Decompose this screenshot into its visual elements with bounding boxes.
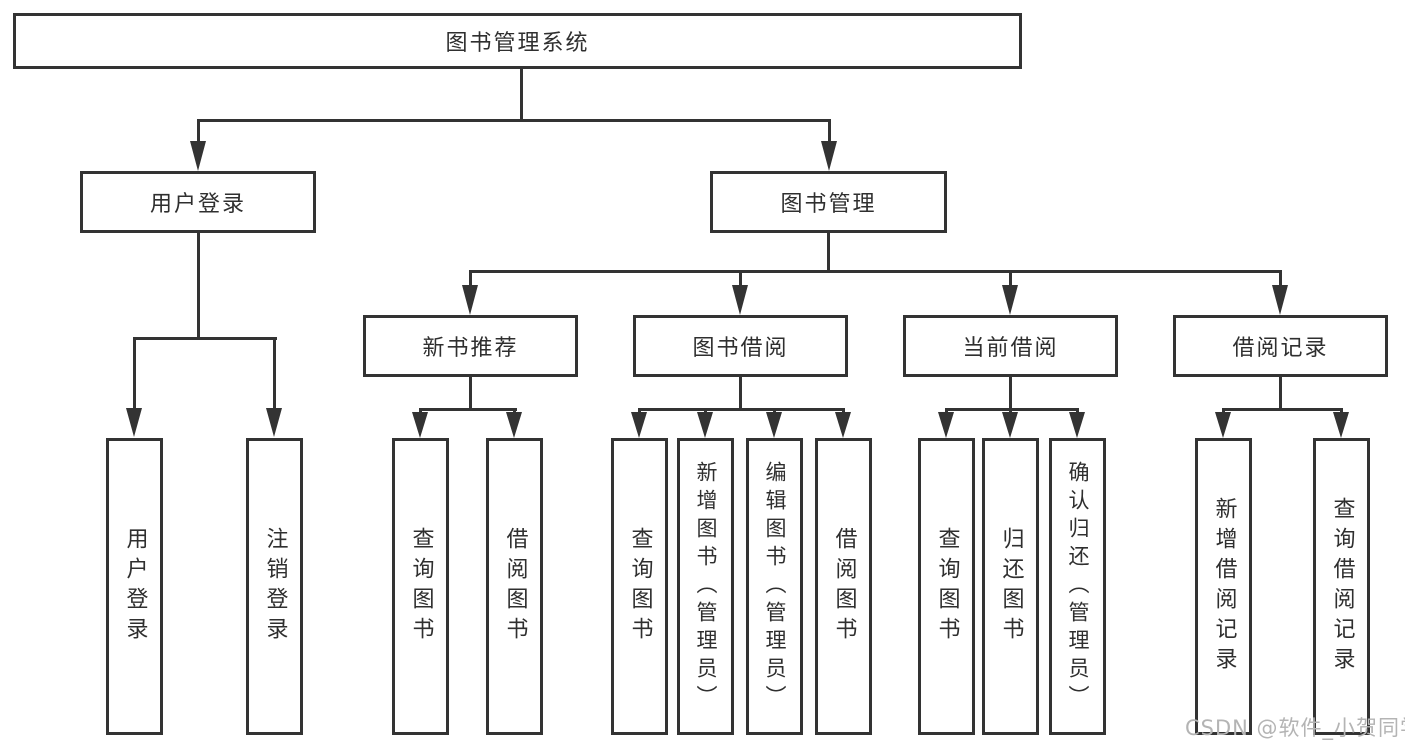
- connector-root-bar: [197, 119, 831, 122]
- node-new-book-rec-label: 新书推荐: [422, 336, 519, 361]
- arrowhead-add-book: [697, 412, 713, 438]
- arrowhead-query1: [412, 412, 428, 438]
- arrowhead-records: [1272, 285, 1288, 315]
- connector-borrow1-stem: [513, 408, 516, 414]
- node-leaf-edit-book-admin: 编辑图书（管理员）: [746, 438, 803, 735]
- arrowhead-borrow1: [506, 412, 522, 438]
- arrowhead-book-mgmt: [821, 141, 837, 171]
- node-leaf-confirm-return-admin: 确认归还（管理员）: [1049, 438, 1106, 735]
- node-leaf-user-login: 用户登录: [106, 438, 163, 735]
- connector-query-rec-stem: [1340, 408, 1343, 414]
- node-current-borrow-label: 当前借阅: [962, 336, 1059, 361]
- node-current-borrow: 当前借阅: [903, 315, 1118, 377]
- connector-add-rec-stem: [1222, 408, 1225, 414]
- connector-records-stub: [1279, 377, 1282, 408]
- arrowhead-query3: [938, 412, 954, 438]
- connector-query1-stem: [419, 408, 422, 414]
- connector-query3-stem: [945, 408, 948, 414]
- node-leaf-add-borrow-record: 新增借阅记录: [1195, 438, 1252, 735]
- node-leaf-query-book-3-label: 查询图书: [934, 526, 960, 647]
- connector-user-login-bar: [133, 337, 277, 340]
- arrowhead-return: [1002, 412, 1018, 438]
- node-leaf-return-book: 归还图书: [982, 438, 1039, 735]
- node-leaf-query-book-1-label: 查询图书: [408, 526, 434, 647]
- connector-user-login-stub: [197, 233, 200, 337]
- connector-leaf-user-login-stem: [133, 337, 136, 410]
- node-leaf-borrow-book-2: 借阅图书: [815, 438, 872, 735]
- arrowhead-add-rec: [1215, 412, 1231, 438]
- arrowhead-confirm: [1069, 412, 1085, 438]
- node-leaf-query-book-3: 查询图书: [918, 438, 975, 735]
- node-book-mgmt-label: 图书管理: [780, 192, 877, 217]
- connector-records-stem: [1279, 270, 1282, 287]
- connector-root-stub: [520, 69, 523, 119]
- connector-edit-book-stem: [773, 408, 776, 414]
- connector-query2-stem: [638, 408, 641, 414]
- node-borrow-records-label: 借阅记录: [1232, 336, 1329, 361]
- connector-return-stem: [1009, 408, 1012, 414]
- node-root: 图书管理系统: [13, 13, 1022, 69]
- connector-book-borrow-bar: [638, 408, 845, 411]
- node-leaf-add-book-admin-label: 新增图书（管理员）: [694, 460, 718, 713]
- connector-book-borrow-stem: [739, 270, 742, 287]
- connector-user-login-stem: [197, 119, 200, 143]
- node-borrow-records: 借阅记录: [1173, 315, 1388, 377]
- node-book-borrow-label: 图书借阅: [692, 336, 789, 361]
- connector-book-mgmt-stem: [828, 119, 831, 143]
- connector-cur-borrow-stem: [1009, 270, 1012, 287]
- node-leaf-edit-book-admin-label: 编辑图书（管理员）: [763, 460, 787, 713]
- arrowhead-leaf-logout: [266, 408, 282, 437]
- arrowhead-query2: [631, 412, 647, 438]
- node-user-login: 用户登录: [80, 171, 316, 233]
- connector-confirm-stem: [1076, 408, 1079, 414]
- node-leaf-query-book-2: 查询图书: [611, 438, 668, 735]
- connector-borrow2-stem: [842, 408, 845, 414]
- connector-cur-borrow-bar: [945, 408, 1079, 411]
- node-leaf-query-book-1: 查询图书: [392, 438, 449, 735]
- node-leaf-user-login-label: 用户登录: [122, 526, 148, 647]
- connector-book-mgmt-stub: [827, 233, 830, 270]
- connector-book-mgmt-bar: [469, 270, 1282, 273]
- arrowhead-book-borrow: [732, 285, 748, 315]
- node-leaf-confirm-return-admin-label: 确认归还（管理员）: [1066, 460, 1090, 713]
- arrowhead-leaf-user-login: [126, 408, 142, 437]
- node-new-book-rec: 新书推荐: [363, 315, 578, 377]
- node-book-borrow: 图书借阅: [633, 315, 848, 377]
- connector-leaf-logout-stem: [273, 337, 276, 410]
- arrowhead-borrow2: [835, 412, 851, 438]
- node-leaf-borrow-book-1-label: 借阅图书: [502, 526, 528, 647]
- connector-new-rec-bar: [419, 408, 517, 411]
- node-leaf-borrow-book-2-label: 借阅图书: [831, 526, 857, 647]
- node-leaf-query-book-2-label: 查询图书: [627, 526, 653, 647]
- connector-add-book-stem: [704, 408, 707, 414]
- arrowhead-edit-book: [766, 412, 782, 438]
- arrowhead-new-rec: [462, 285, 478, 315]
- node-leaf-query-borrow-record: 查询借阅记录: [1313, 438, 1370, 735]
- node-leaf-add-book-admin: 新增图书（管理员）: [677, 438, 734, 735]
- node-leaf-return-book-label: 归还图书: [998, 526, 1024, 647]
- node-user-login-label: 用户登录: [149, 192, 246, 217]
- node-leaf-query-borrow-record-label: 查询借阅记录: [1329, 496, 1355, 677]
- connector-new-rec-stem: [469, 270, 472, 287]
- connector-new-rec-stub: [469, 377, 472, 408]
- connector-cur-borrow-stub: [1009, 377, 1012, 408]
- node-root-label: 图书管理系统: [445, 31, 590, 56]
- arrowhead-user-login: [190, 141, 206, 171]
- node-leaf-borrow-book-1: 借阅图书: [486, 438, 543, 735]
- arrowhead-query-rec: [1333, 412, 1349, 438]
- connector-records-bar: [1222, 408, 1343, 411]
- node-book-mgmt: 图书管理: [710, 171, 947, 233]
- arrowhead-cur-borrow: [1002, 285, 1018, 315]
- csdn-watermark: CSDN @软件_小贺同学: [1185, 716, 1405, 740]
- node-leaf-logout-label: 注销登录: [262, 526, 288, 647]
- connector-book-borrow-stub: [739, 377, 742, 408]
- node-leaf-add-borrow-record-label: 新增借阅记录: [1211, 496, 1237, 677]
- node-leaf-logout: 注销登录: [246, 438, 303, 735]
